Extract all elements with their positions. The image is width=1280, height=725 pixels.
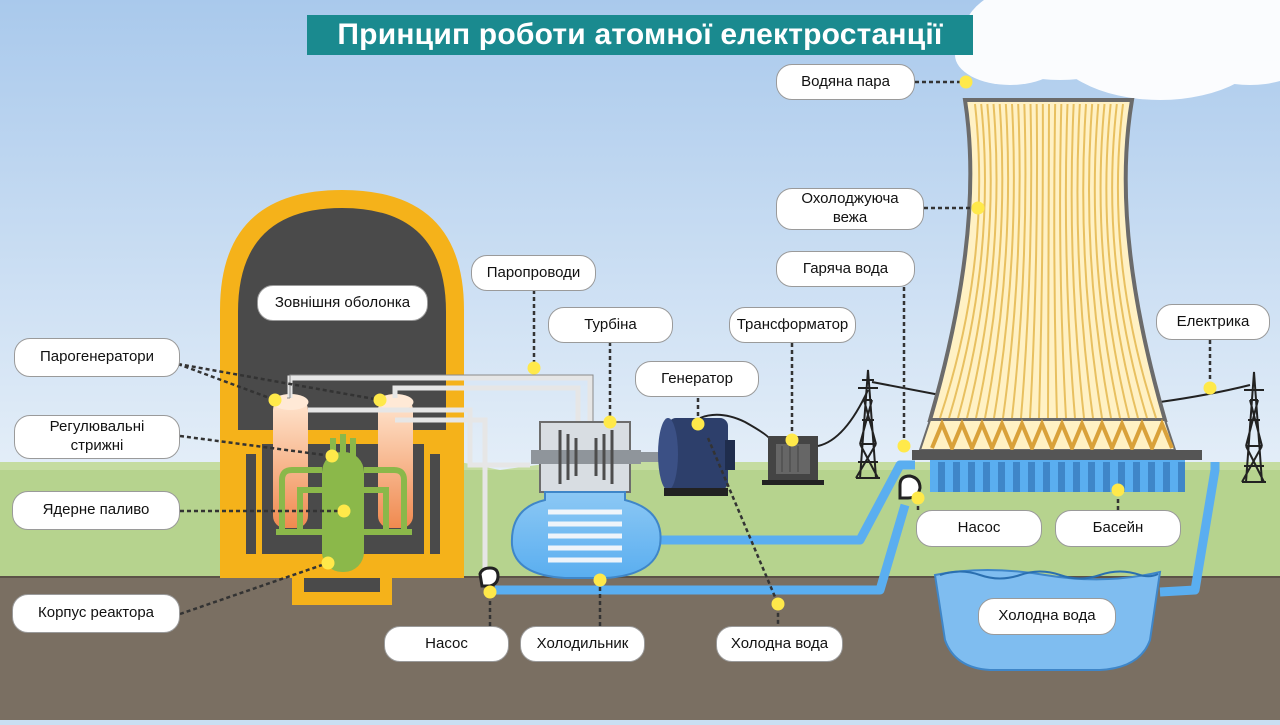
marker-dot xyxy=(771,597,785,611)
label-outer-shell-text: Зовнішня оболонка xyxy=(274,293,411,311)
label-transformer-text: Трансформатор xyxy=(736,315,849,333)
cooling-water-pipes xyxy=(495,460,1220,597)
label-control-rods-line2: стрижні xyxy=(70,437,124,454)
label-generator: Генератор xyxy=(635,361,759,397)
leader-lines xyxy=(177,80,1212,626)
steam-cloud xyxy=(955,0,1280,100)
label-water-vapor-text: Водяна пара xyxy=(801,72,890,90)
marker-dot xyxy=(337,504,351,518)
label-water-vapor: Водяна пара xyxy=(776,64,915,100)
label-hot-water: Гаряча вода xyxy=(776,251,915,287)
label-condenser: Холодильник xyxy=(520,626,645,662)
label-condenser-text: Холодильник xyxy=(536,634,629,652)
label-reactor-vessel-text: Корпус реактора xyxy=(37,604,155,622)
page-title: Принцип роботи атомної електростанції xyxy=(307,15,973,55)
label-electricity-text: Електрика xyxy=(1176,312,1250,330)
generator xyxy=(630,418,735,496)
label-generator-text: Генератор xyxy=(661,369,733,387)
marker-dot xyxy=(268,393,282,407)
marker-dot xyxy=(373,393,387,407)
label-cold-water-basin-text: Холодна вода xyxy=(998,607,1096,625)
label-cold-water: Холодна вода xyxy=(716,626,843,662)
label-nuclear-fuel-text: Ядерне паливо xyxy=(42,501,150,519)
basin-surface xyxy=(939,570,1159,580)
label-turbine: Турбіна xyxy=(548,307,673,343)
marker-dot xyxy=(603,415,617,429)
label-pump-tower-text: Насос xyxy=(957,519,1001,537)
label-electricity: Електрика xyxy=(1156,304,1270,340)
label-outer-shell: Зовнішня оболонка xyxy=(257,285,428,321)
marker-dot xyxy=(971,201,985,215)
label-pump-tower: Насос xyxy=(916,510,1042,547)
label-cooling-tower: Охолоджуюча вежа xyxy=(776,188,924,230)
marker-dot xyxy=(785,433,799,447)
label-transformer: Трансформатор xyxy=(729,307,856,343)
turbine xyxy=(531,421,641,493)
marker-dot xyxy=(691,417,705,431)
marker-dot xyxy=(1111,483,1125,497)
label-turbine-text: Турбіна xyxy=(584,315,637,333)
pump-main xyxy=(478,566,500,588)
label-cold-water-text: Холодна вода xyxy=(730,634,829,652)
power-line-right xyxy=(1159,384,1251,403)
label-cold-water-basin: Холодна вода xyxy=(978,598,1116,635)
label-pump-main: Насос xyxy=(384,626,509,662)
label-nuclear-fuel: Ядерне паливо xyxy=(12,491,180,530)
label-basin-text: Басейн xyxy=(1092,519,1144,537)
markers xyxy=(268,75,1217,611)
cooling-tower xyxy=(912,98,1202,492)
marker-dot xyxy=(593,573,607,587)
marker-dot xyxy=(527,361,541,375)
marker-dot xyxy=(321,556,335,570)
pylon-right xyxy=(1241,371,1266,483)
label-basin: Басейн xyxy=(1055,510,1181,547)
label-pump-main-text: Насос xyxy=(425,634,468,652)
marker-dot xyxy=(1203,381,1217,395)
label-hot-water-text: Гаряча вода xyxy=(802,259,889,277)
power-line-left xyxy=(871,381,941,396)
marker-dot xyxy=(911,491,925,505)
pylon-left xyxy=(855,369,880,479)
label-control-rods-line1: Регулювальні xyxy=(49,418,145,436)
marker-dot xyxy=(897,439,911,453)
label-cooling-tower-line1: Охолоджуюча xyxy=(801,190,899,208)
label-reactor-vessel: Корпус реактора xyxy=(12,594,180,633)
label-steam-lines-text: Паропроводи xyxy=(486,263,581,281)
label-control-rods: Регулювальні стрижні xyxy=(14,415,180,459)
marker-dot xyxy=(483,585,497,599)
label-steam-generators-text: Парогенератори xyxy=(39,348,155,366)
label-steam-lines: Паропроводи xyxy=(471,255,596,291)
label-cooling-tower-line2: вежа xyxy=(832,209,868,226)
marker-dot xyxy=(325,449,339,463)
label-steam-generators: Парогенератори xyxy=(14,338,180,377)
condenser xyxy=(510,491,662,579)
marker-dot xyxy=(959,75,973,89)
